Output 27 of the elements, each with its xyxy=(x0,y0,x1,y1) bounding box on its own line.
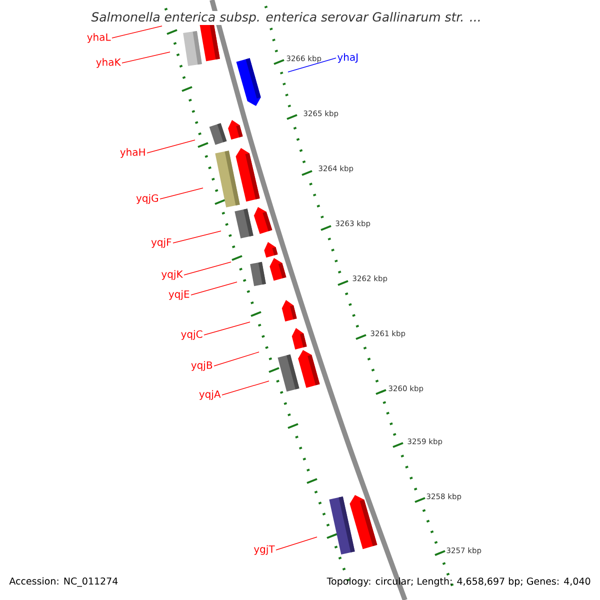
gene-label: yqjC xyxy=(181,330,202,340)
gene-label: ygjT xyxy=(254,545,275,555)
summary-text: Topology: circular; Length: 4,658,697 bp; Genes: 4,040 xyxy=(326,577,590,587)
gene-label: yhaJ xyxy=(338,53,358,63)
gene-label: yqjG xyxy=(136,194,158,204)
gene-label: yqjA xyxy=(199,390,221,400)
accession-text: Accession: NC_011274 xyxy=(9,577,118,587)
leader-line xyxy=(112,26,162,38)
leader-line xyxy=(276,536,318,550)
leader-line xyxy=(204,322,250,336)
leader-line xyxy=(222,380,270,396)
leader-line xyxy=(190,282,238,296)
title: Salmonella enterica subsp. enterica serovar Gallinarum str. ... xyxy=(90,10,482,26)
leader-line xyxy=(146,140,196,154)
gene-label: yhaK xyxy=(96,58,122,68)
gene-label: yqjE xyxy=(168,290,190,300)
leader-line xyxy=(160,188,204,200)
gene-label: yqjB xyxy=(191,361,212,371)
gene-label: yqjF xyxy=(151,238,172,248)
gene-label: yqjK xyxy=(162,270,184,280)
leader-line xyxy=(122,52,170,64)
leader-line xyxy=(184,262,232,276)
leader-line xyxy=(172,230,222,244)
leader-line xyxy=(214,352,260,366)
leader-line xyxy=(288,58,336,72)
gene-label: yhaH xyxy=(120,148,145,158)
gene-label: yhaL xyxy=(87,33,111,43)
